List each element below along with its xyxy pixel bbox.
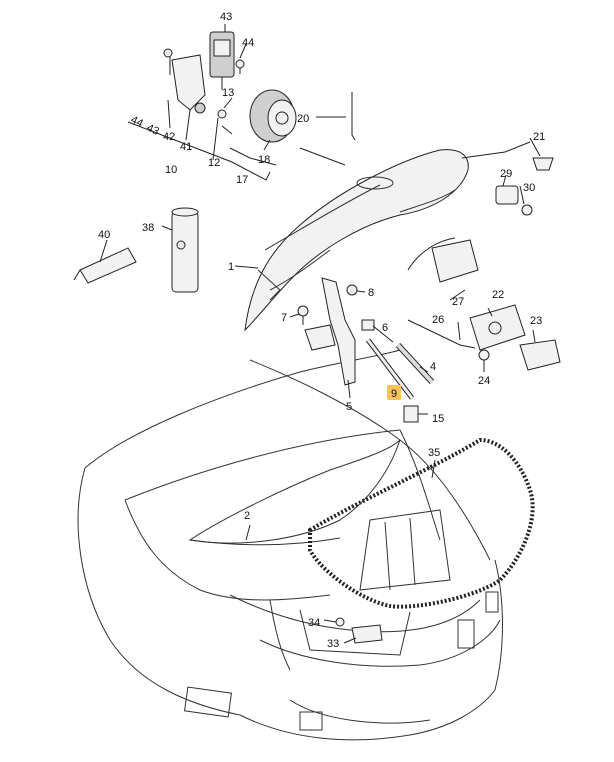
bolt-part-8 — [346, 284, 358, 296]
label-4: 4 — [430, 361, 436, 373]
latch-part-22 — [469, 304, 526, 351]
label-17: 17 — [236, 174, 248, 186]
lock-actuator-part-43 — [209, 31, 235, 90]
buffer-part-21 — [532, 157, 554, 171]
bolt-part-42 — [163, 48, 173, 75]
clip-part-15 — [403, 405, 419, 423]
label-13: 13 — [222, 87, 234, 99]
rear-window-part-2 — [188, 439, 401, 544]
label-2: 2 — [244, 510, 250, 522]
screw-part-13 — [217, 109, 227, 119]
label-44: 44 — [242, 37, 254, 49]
label-30: 30 — [523, 182, 535, 194]
striker-part-33 — [351, 624, 383, 644]
leader-lines — [99, 24, 541, 644]
label-44b: 44 — [129, 114, 145, 130]
label-33: 33 — [327, 638, 339, 650]
label-26: 26 — [432, 314, 444, 326]
can-part-38 — [171, 207, 199, 293]
label-9: 9 — [391, 388, 397, 400]
label-41: 41 — [180, 141, 192, 153]
label-12: 12 — [208, 157, 220, 169]
label-22: 22 — [492, 289, 504, 301]
highlight-part-9 — [387, 385, 401, 400]
label-18: 18 — [258, 154, 270, 166]
label-6: 6 — [382, 322, 388, 334]
strut-part-9 — [366, 338, 414, 400]
label-5: 5 — [346, 401, 352, 413]
label-29: 29 — [500, 168, 512, 180]
bracket-part-41 — [171, 54, 206, 114]
label-42: 42 — [163, 131, 175, 143]
tube-part-40 — [73, 247, 137, 284]
label-38: 38 — [142, 222, 154, 234]
label-43b: 43 — [145, 122, 161, 138]
label-23: 23 — [530, 315, 542, 327]
car-body — [77, 349, 503, 741]
bolt-part-34 — [335, 617, 345, 627]
clip-part-6 — [361, 319, 375, 331]
latch-part-27 — [407, 237, 479, 283]
label-34: 34 — [308, 617, 320, 629]
label-10: 10 — [165, 164, 177, 176]
label-35: 35 — [428, 447, 440, 459]
label-24: 24 — [478, 375, 490, 387]
label-8: 8 — [368, 287, 374, 299]
label-21: 21 — [533, 131, 545, 143]
screw-part-44 — [235, 59, 245, 74]
cable-part-26 — [407, 319, 476, 349]
bolt-part-7 — [297, 305, 309, 325]
label-27: 27 — [452, 296, 464, 308]
label-15: 15 — [432, 413, 444, 425]
label-43: 43 — [220, 11, 232, 23]
part-labels: 43 44 13 20 44 43 42 41 12 18 10 17 21 2… — [98, 11, 545, 650]
hinge-part-5 — [304, 277, 356, 386]
seal-part-35 — [308, 437, 535, 609]
label-20: 20 — [297, 113, 309, 125]
trunk-lid-part-1 — [244, 149, 469, 332]
label-1: 1 — [228, 261, 234, 273]
cover-part-23 — [519, 339, 561, 371]
rod-part-20 — [351, 92, 356, 141]
bump-stop-part-29 — [495, 185, 519, 205]
gas-strut-part-4 — [395, 342, 435, 385]
emblem-handle-part-18 — [249, 89, 297, 143]
screw-part-24 — [478, 349, 490, 361]
bolt-part-30 — [521, 204, 533, 216]
label-7: 7 — [281, 312, 287, 324]
label-40: 40 — [98, 229, 110, 241]
